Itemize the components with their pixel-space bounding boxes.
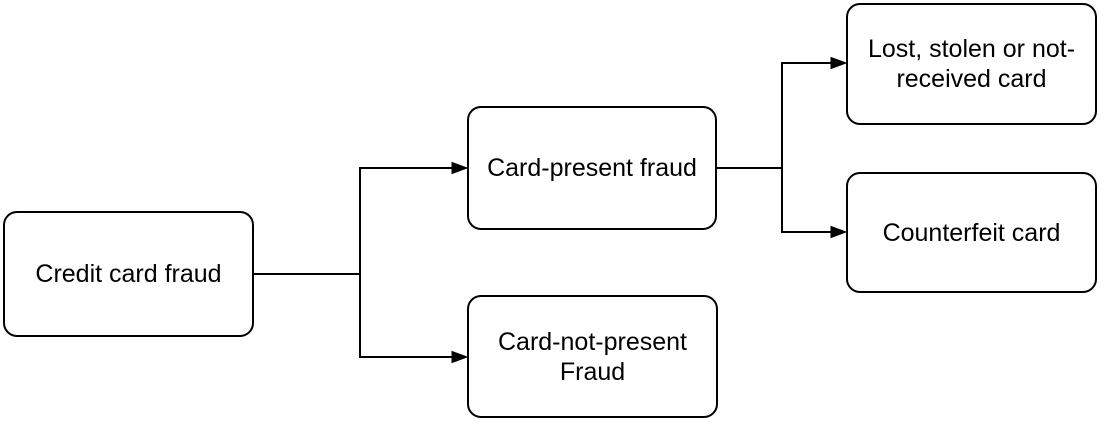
arrowhead-icon bbox=[451, 350, 469, 364]
edge-card-present-to-lost-stolen bbox=[717, 62, 833, 169]
node-label: Credit card fraud bbox=[35, 260, 222, 288]
node-credit-card-fraud: Credit card fraud bbox=[3, 211, 254, 337]
node-label: Lost, stolen or not-received card bbox=[867, 35, 1076, 93]
arrowhead-icon bbox=[830, 225, 848, 239]
node-label: Card-present fraud bbox=[487, 154, 697, 182]
node-lost-stolen-not-received-card: Lost, stolen or not-received card bbox=[846, 3, 1097, 125]
edge-card-present-to-counterfeit bbox=[781, 168, 833, 233]
node-card-present-fraud: Card-present fraud bbox=[467, 106, 717, 230]
arrowhead-icon bbox=[451, 161, 469, 175]
edge-credit-to-card-not-present bbox=[359, 274, 454, 358]
node-card-not-present-fraud: Card-not-present Fraud bbox=[467, 295, 718, 418]
edge-credit-to-card-present bbox=[254, 167, 454, 275]
arrowhead-icon bbox=[830, 56, 848, 70]
node-label: Card-not-present Fraud bbox=[498, 327, 687, 386]
node-label: Counterfeit card bbox=[882, 218, 1061, 247]
node-counterfeit-card: Counterfeit card bbox=[846, 172, 1097, 293]
